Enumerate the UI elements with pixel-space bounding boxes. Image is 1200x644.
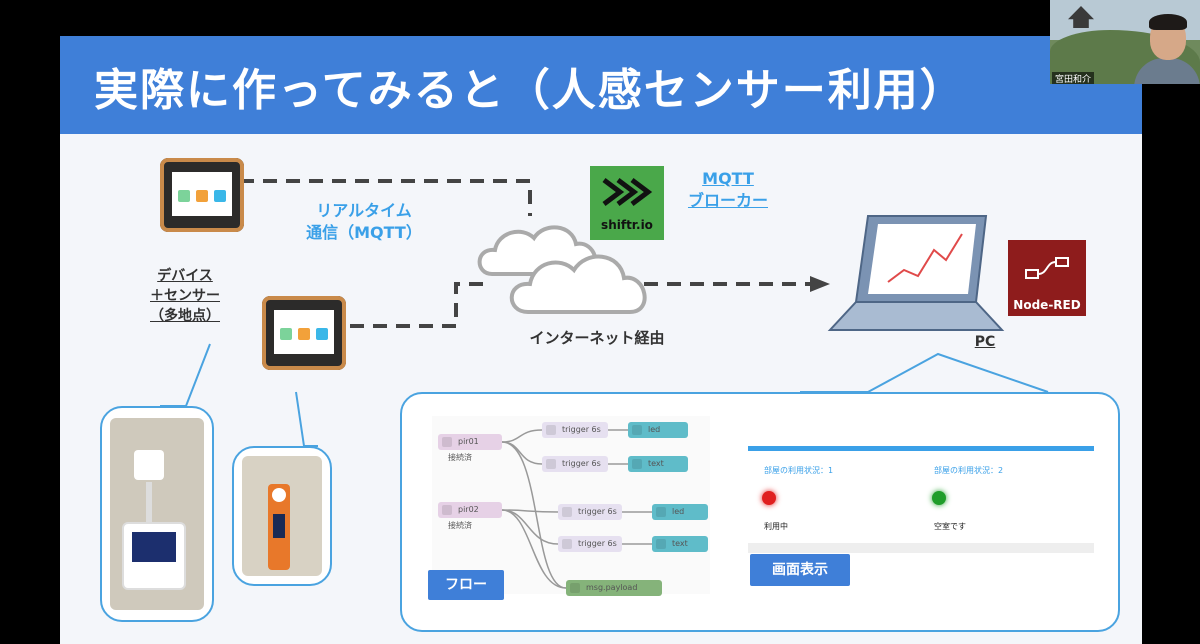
presentation-slide: 実際に作ってみると（人感センサー利用） リアルタイム 通信（MQTT）	[60, 36, 1142, 644]
display-button: 画面表示	[750, 554, 850, 586]
nodered-flow-icon	[1025, 257, 1069, 279]
device-label: デバイス ＋センサー （多地点）	[130, 266, 240, 326]
room2-label: 部屋の利用状況：2	[934, 466, 1004, 475]
room2-status-light	[932, 491, 946, 505]
node-pir02[interactable]: pir02	[438, 502, 502, 518]
internet-label: インターネット経由	[529, 329, 665, 347]
realtime-label-line1: リアルタイム	[316, 201, 412, 220]
device-photo-bubble-2	[232, 446, 332, 586]
broker-label: MQTT ブローカー	[668, 168, 788, 212]
pir-dome	[272, 488, 286, 502]
shiftr-logo: shiftr.io	[590, 166, 664, 240]
title-bar: 実際に作ってみると（人感センサー利用）	[60, 36, 1142, 134]
flow-button: フロー	[428, 570, 504, 600]
node-trigger-1[interactable]: trigger 6s	[542, 422, 608, 438]
room1-status-text: 利用中	[764, 522, 788, 531]
node-trigger-3[interactable]: trigger 6s	[558, 504, 622, 520]
node-text-2[interactable]: text	[652, 536, 708, 552]
node-trigger-2-label: trigger 6s	[562, 459, 601, 468]
dashboard-panel: 部屋の利用状況：1 部屋の利用状況：2 利用中 空室です	[748, 446, 1094, 555]
node-led-2[interactable]: led	[652, 504, 708, 520]
presenter-name: 宮田和介	[1052, 72, 1095, 84]
pir-sensor-photo	[134, 450, 164, 480]
node-trigger-3-label: trigger 6s	[578, 507, 617, 516]
node-pir01[interactable]: pir01	[438, 434, 502, 450]
device-photo-bubble-1	[100, 406, 214, 622]
laptop-icon	[827, 215, 1005, 331]
slide-title: 実際に作ってみると（人感センサー利用）	[94, 65, 966, 116]
node-trigger-1-label: trigger 6s	[562, 425, 601, 434]
room2-status-text: 空室です	[934, 522, 966, 531]
screenshot-bubble: pir01 接続済 trigger 6s trigger 6s led text…	[400, 392, 1120, 632]
node-led-1[interactable]: led	[628, 422, 688, 438]
cloud-front-icon	[509, 254, 647, 314]
node-text-1[interactable]: text	[628, 456, 688, 472]
device-label-line1: デバイス	[157, 268, 213, 284]
node-trigger-4-label: trigger 6s	[578, 539, 617, 548]
broker-label-line1: MQTT	[702, 169, 754, 188]
node-led-2-label: led	[672, 507, 685, 516]
sensor-cable	[146, 482, 152, 524]
presenter-hair	[1149, 14, 1187, 30]
pc-label: PC	[974, 334, 996, 350]
device-label-line3: （多地点）	[150, 308, 220, 324]
m5stack-photo-screen	[132, 532, 176, 562]
m5stickc-photo	[268, 484, 290, 570]
node-debug[interactable]: msg.payload	[566, 580, 662, 596]
node-pir01-label: pir01	[458, 437, 479, 446]
flow-editor: pir01 接続済 trigger 6s trigger 6s led text…	[432, 416, 710, 596]
m5stack-photo	[122, 522, 186, 590]
m5stack-device-2	[262, 296, 346, 370]
realtime-label: リアルタイム 通信（MQTT）	[284, 200, 444, 244]
m5stack-device-1	[160, 158, 244, 232]
room1-label: 部屋の利用状況：1	[764, 466, 834, 475]
node-trigger-4[interactable]: trigger 6s	[558, 536, 622, 552]
flow-wires	[501, 429, 652, 589]
node-pir01-status: 接続済	[448, 453, 472, 462]
room1-status-light	[762, 491, 776, 505]
dashboard-footer	[748, 543, 1094, 553]
broker-label-line2: ブローカー	[687, 191, 768, 210]
node-text-2-label: text	[672, 539, 688, 548]
node-trigger-2[interactable]: trigger 6s	[542, 456, 608, 472]
nodered-text: Node-RED	[1013, 298, 1081, 312]
connection-lines	[160, 179, 1049, 447]
realtime-label-line2: 通信（MQTT）	[306, 223, 422, 242]
shiftr-arrows-icon	[602, 178, 653, 206]
node-pir02-status: 接続済	[448, 521, 472, 530]
node-pir02-label: pir02	[458, 505, 479, 514]
stick-screen	[273, 514, 285, 538]
device-label-line2: ＋センサー	[150, 288, 220, 304]
node-led-1-label: led	[648, 425, 661, 434]
node-debug-label: msg.payload	[586, 583, 638, 592]
webcam-feed: 宮田和介	[1050, 0, 1200, 84]
shiftr-text: shiftr.io	[601, 218, 653, 232]
cloud-back-icon	[477, 225, 598, 276]
nodered-logo: Node-RED	[1008, 240, 1086, 316]
node-text-1-label: text	[648, 459, 664, 468]
